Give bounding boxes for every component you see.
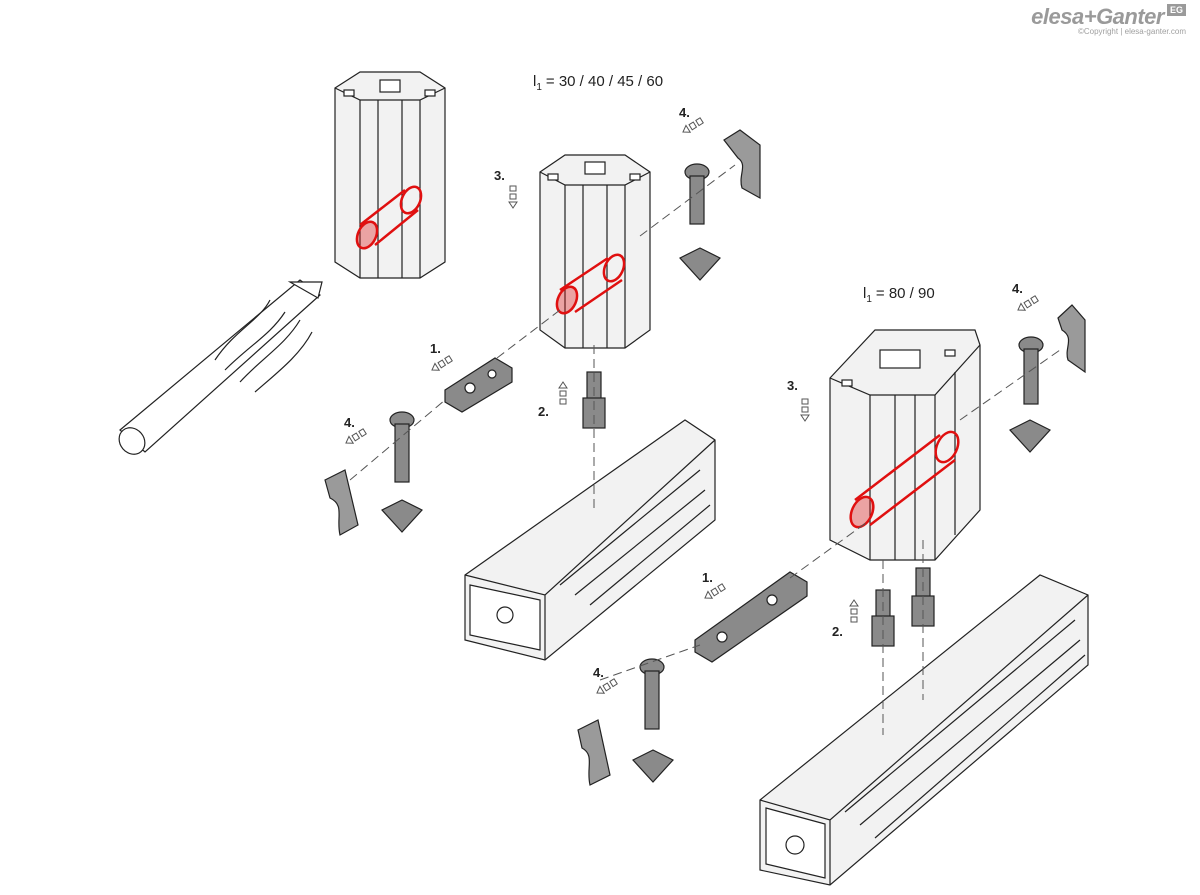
dimension-label-small: l1 = 30 / 40 / 45 / 60: [533, 73, 663, 93]
drill-bit: [118, 279, 323, 455]
connector-small: [444, 357, 513, 413]
step-label-4-top: 4.: [679, 105, 690, 120]
profile-small-top: [334, 71, 446, 279]
dimension-large-prefix: l: [863, 285, 866, 302]
step-label-4-bottom: 4.: [593, 665, 604, 680]
step-label-4-left: 4.: [344, 415, 355, 430]
assembly-guides: [349, 164, 1061, 735]
drill-hole-highlight-large: [849, 430, 960, 529]
clip-set: [324, 129, 1086, 786]
step-label-2-large: 2.: [832, 624, 843, 639]
dimension-large-values: = 80 / 90: [876, 285, 935, 302]
base-profile-right: [759, 574, 1089, 886]
step-label-3-large: 3.: [787, 378, 798, 393]
drill-hole-highlight-small-middle: [555, 253, 626, 315]
dimension-small-prefix: l: [533, 73, 536, 90]
dimension-small-sub: 1: [536, 82, 542, 93]
dimension-label-large: l1 = 80 / 90: [863, 285, 935, 305]
step-label-1-small: 1.: [430, 341, 441, 356]
brand-name: elesa+Ganter: [1031, 4, 1164, 29]
dimension-large-sub: 1: [866, 294, 872, 305]
profile-small-middle: [539, 154, 651, 349]
drill-hole-highlight-small-top: [355, 185, 423, 250]
hardware-set: [381, 163, 1051, 783]
step-label-1-large: 1.: [702, 570, 713, 585]
connector-large: [694, 571, 808, 663]
base-profile-center: [464, 419, 716, 661]
step-label-4-right: 4.: [1012, 281, 1023, 296]
brand-copyright: ©Copyright | elesa-ganter.com: [1077, 27, 1186, 36]
brand-badge: EG: [1166, 4, 1186, 16]
step-label-3-small: 3.: [494, 168, 505, 183]
dimension-small-values: = 30 / 40 / 45 / 60: [546, 73, 663, 90]
step-label-2-small: 2.: [538, 404, 549, 419]
profile-large: [829, 329, 981, 561]
